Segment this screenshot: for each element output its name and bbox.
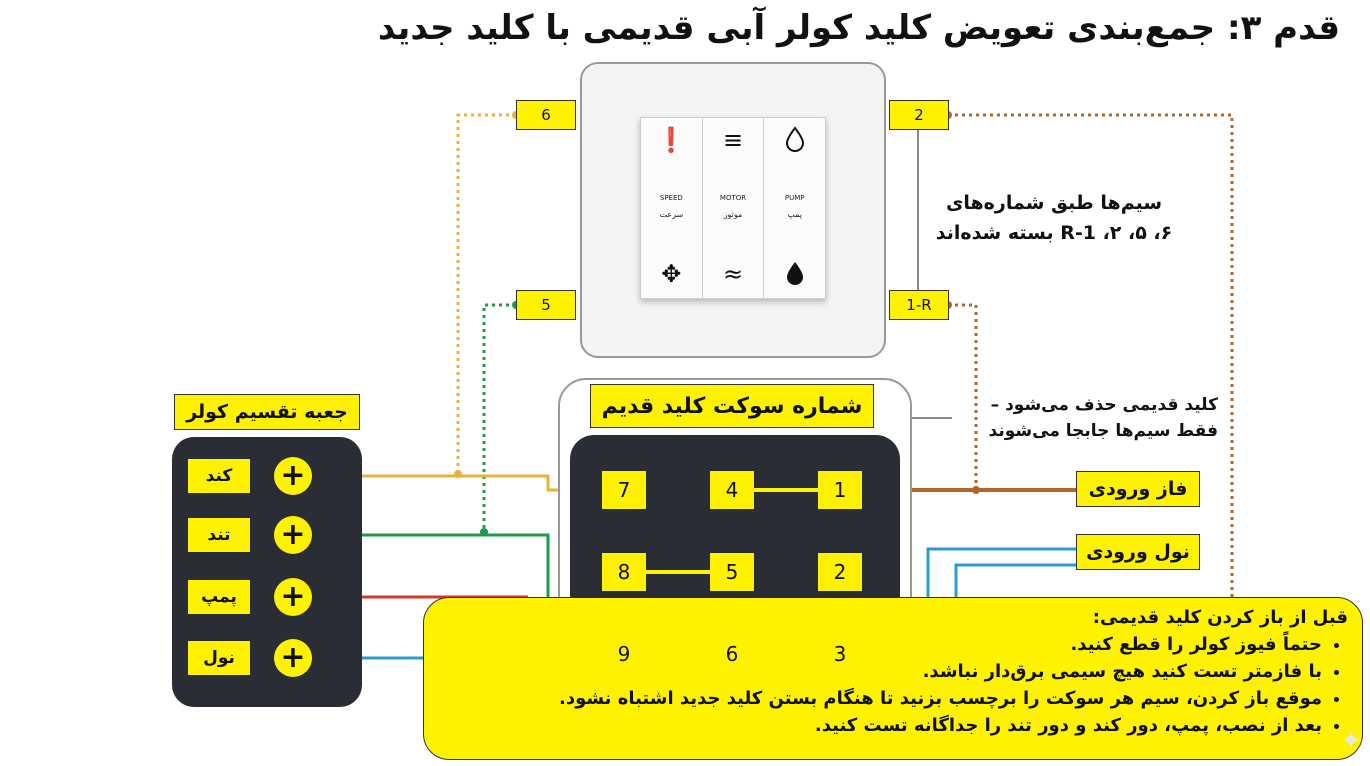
socket-3: 3 bbox=[818, 635, 862, 673]
tag-2: 2 bbox=[889, 100, 949, 130]
junction-phase bbox=[972, 486, 980, 494]
wire-neutral-in-2 bbox=[954, 563, 1076, 600]
menu-lines-icon: ≡ bbox=[722, 126, 744, 154]
tag-1r: 1-R bbox=[889, 290, 949, 320]
socket-4: 4 bbox=[710, 471, 754, 509]
speed-label-fa: سرعت bbox=[659, 210, 684, 219]
drop-outline-icon bbox=[764, 126, 825, 158]
cooler-box-label: جعبه تقسیم کولر bbox=[174, 394, 360, 430]
wire-6-dotted bbox=[456, 113, 516, 470]
neutral-input-tag: نول ورودی bbox=[1076, 534, 1200, 570]
note-old-switch: کلید قدیمی حذف می‌شود – فقط سیم‌ها جابجا… bbox=[960, 392, 1218, 444]
waves-icon: ≈ bbox=[722, 260, 744, 288]
exclamation-icon: ❗ bbox=[656, 126, 687, 154]
sparkle-icon: ✦ bbox=[1340, 726, 1362, 756]
terminal-slow-label: کند bbox=[188, 459, 250, 493]
note-wires: سیم‌ها طبق شماره‌های R-1 ،۲ ،۵ ،۶ بسته ش… bbox=[920, 188, 1188, 248]
terminal-neutral-label: نول bbox=[188, 641, 250, 675]
drop-filled-icon bbox=[764, 260, 825, 292]
motor-button[interactable]: ≡ MOTOR موتور ≈ bbox=[703, 118, 765, 298]
warning-heading: قبل از باز کردن کلید قدیمی: bbox=[1092, 607, 1348, 628]
warning-item: بعد از نصب، پمپ، دور کند و دور تند را جد… bbox=[438, 712, 1322, 739]
speed-label-en: SPEED bbox=[659, 194, 683, 202]
warning-list: حتماً فیوز کولر را قطع کنید. با فازمتر ت… bbox=[438, 631, 1348, 739]
plus-icon: + bbox=[274, 578, 312, 616]
tag-6: 6 bbox=[516, 100, 576, 130]
socket-6: 6 bbox=[710, 635, 754, 673]
wire-1r-dotted bbox=[948, 303, 978, 489]
warning-item: حتماً فیوز کولر را قطع کنید. bbox=[438, 631, 1322, 658]
socket-5: 5 bbox=[710, 553, 754, 591]
wire-fast bbox=[312, 533, 550, 600]
junction-fast bbox=[480, 528, 488, 536]
new-switch-face: ❗ SPEED سرعت ✥ ≡ MOTOR موتور ≈ PUMP پمپ bbox=[640, 117, 826, 299]
pump-label-fa: پمپ bbox=[787, 210, 803, 219]
note-wires-line2: R-1 ،۲ ،۵ ،۶ بسته شده‌اند bbox=[935, 222, 1173, 244]
plus-icon: + bbox=[274, 457, 312, 495]
plus-icon: + bbox=[274, 516, 312, 554]
warning-item: موقع باز کردن، سیم هر سوکت را برچسب بزنی… bbox=[438, 685, 1322, 712]
terminal-fast-label: تند bbox=[188, 518, 250, 552]
pump-label-en: PUMP bbox=[784, 194, 805, 202]
motor-label-en: MOTOR bbox=[719, 194, 747, 202]
socket-2: 2 bbox=[818, 553, 862, 591]
socket-title: شماره سوکت کلید قدیم bbox=[590, 384, 874, 428]
speed-button[interactable]: ❗ SPEED سرعت ✥ bbox=[641, 118, 703, 298]
wire-5-dotted bbox=[482, 303, 516, 530]
socket-9: 9 bbox=[602, 635, 646, 673]
wire-neutral-in-1 bbox=[926, 547, 1076, 600]
warning-panel: قبل از باز کردن کلید قدیمی: حتماً فیوز ک… bbox=[423, 597, 1363, 760]
phase-input-tag: فاز ورودی bbox=[1076, 471, 1200, 507]
note-old-line1: کلید قدیمی حذف می‌شود – bbox=[990, 395, 1218, 415]
terminal-pump-label: پمپ bbox=[188, 580, 250, 614]
note-wires-line1: سیم‌ها طبق شماره‌های bbox=[945, 192, 1163, 214]
motor-label-fa: موتور bbox=[723, 210, 743, 219]
tag-5: 5 bbox=[516, 290, 576, 320]
page-title: قدم ۳: جمع‌بندی تعویض کلید کولر آبی قدیم… bbox=[377, 8, 1340, 48]
socket-8: 8 bbox=[602, 553, 646, 591]
note-old-line2: فقط سیم‌ها جابجا می‌شوند bbox=[988, 421, 1218, 441]
warning-item: با فازمتر تست کنید هیچ سیمی برق‌دار نباش… bbox=[438, 658, 1322, 685]
socket-1: 1 bbox=[818, 471, 862, 509]
plus-icon: + bbox=[274, 639, 312, 677]
junction-slow bbox=[454, 470, 462, 478]
fan-icon: ✥ bbox=[661, 260, 682, 288]
pump-button[interactable]: PUMP پمپ bbox=[764, 118, 825, 298]
socket-7: 7 bbox=[602, 471, 646, 509]
